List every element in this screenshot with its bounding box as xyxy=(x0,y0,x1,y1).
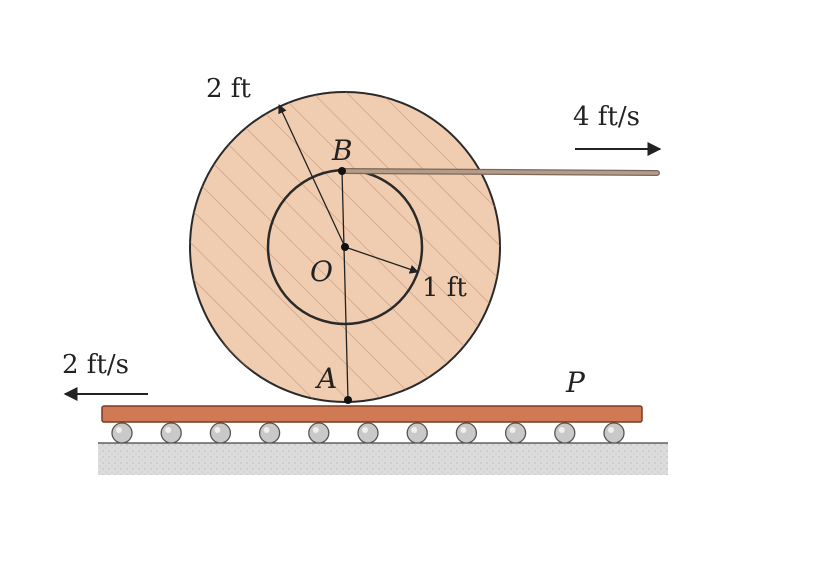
outer-radius-line xyxy=(278,104,346,248)
roller xyxy=(258,422,281,444)
point-o-dot xyxy=(341,243,349,251)
point-b-dot xyxy=(338,167,346,175)
roller-highlight xyxy=(263,427,270,433)
roller xyxy=(406,422,428,444)
roller-highlight xyxy=(460,427,467,433)
plank-velocity-label: 2 ft/s xyxy=(62,350,129,380)
hatch-line xyxy=(374,92,500,402)
hatch-line xyxy=(190,92,356,402)
point-a-label: A xyxy=(314,362,337,395)
roller xyxy=(455,422,478,444)
hatch-line xyxy=(272,92,500,402)
hatch-line xyxy=(190,92,390,402)
ground xyxy=(98,443,668,475)
hatch-line xyxy=(340,92,500,402)
plank xyxy=(101,405,643,423)
roller-highlight xyxy=(312,427,319,433)
hatch-line xyxy=(238,92,500,402)
point-a-dot xyxy=(344,396,352,404)
hatch-line xyxy=(476,92,500,402)
hatch-line xyxy=(306,92,500,402)
point-o-label: O xyxy=(310,255,333,288)
roller xyxy=(308,422,330,444)
hatch-line xyxy=(190,92,322,402)
inner-radius-label: 1 ft xyxy=(422,273,467,303)
roller-highlight xyxy=(165,427,172,433)
roller-highlight xyxy=(558,427,565,433)
roller-highlight xyxy=(214,427,221,433)
vertical-line xyxy=(341,170,349,401)
roller-highlight xyxy=(509,427,516,433)
roller-highlight xyxy=(362,427,368,433)
rope-velocity-label: 4 ft/s xyxy=(573,102,640,132)
hatch-line xyxy=(190,92,424,402)
plank-label: P xyxy=(565,366,586,399)
roller xyxy=(111,422,133,444)
outer-radius-label: 2 ft xyxy=(206,74,251,104)
roller-highlight xyxy=(608,427,614,433)
roller-highlight xyxy=(411,427,418,433)
roller xyxy=(357,422,379,444)
roller xyxy=(603,422,625,444)
roller-highlight xyxy=(116,427,122,433)
inner-radius-line xyxy=(344,246,419,274)
roller xyxy=(160,422,182,444)
point-b-label: B xyxy=(331,134,353,167)
roller xyxy=(209,422,232,444)
rollers xyxy=(111,422,625,444)
roller xyxy=(554,422,576,444)
rope xyxy=(339,168,660,176)
hatch-line xyxy=(190,92,288,402)
roller xyxy=(504,422,527,444)
